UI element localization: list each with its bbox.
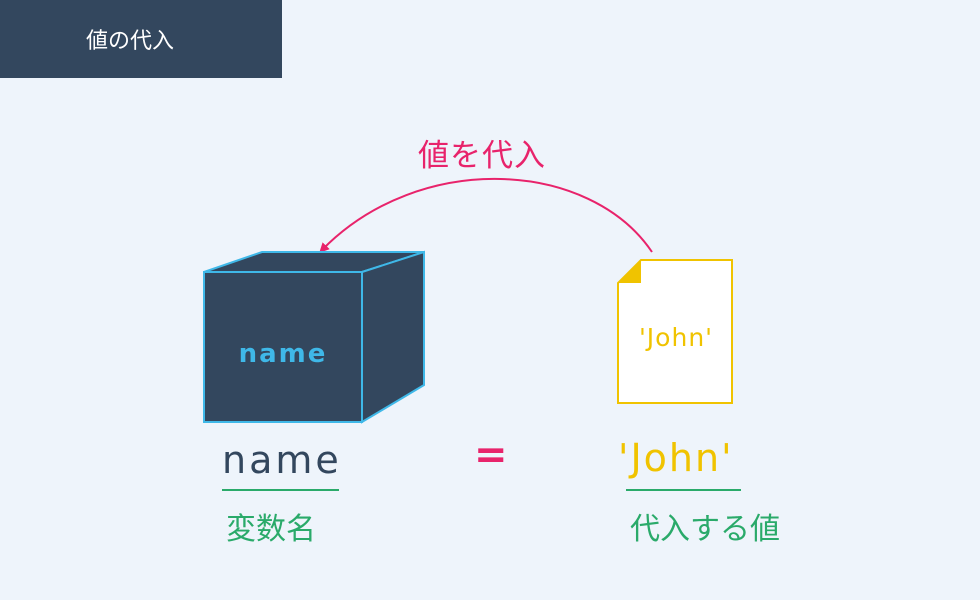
assign-arrow [319, 177, 653, 253]
page-title: 値の代入 [86, 29, 175, 54]
assign-label: 値を代入 [418, 138, 546, 174]
value-caption: 代入する値 [630, 512, 780, 547]
title-bar: 値の代入 [0, 0, 282, 78]
box-side-face [361, 250, 425, 424]
variable-caption: 変数名 [226, 512, 316, 547]
variable-name: name [222, 438, 342, 482]
variable-box-icon: name [203, 250, 425, 424]
assigned-value: 'John' [618, 436, 734, 480]
equals-sign: = [474, 432, 508, 478]
document-label: 'John' [639, 323, 713, 352]
document-body [617, 259, 733, 404]
document-icon: 'John' [617, 259, 733, 404]
box-front-face [203, 271, 363, 423]
document-fold [618, 260, 641, 283]
box-label: name [239, 339, 328, 369]
